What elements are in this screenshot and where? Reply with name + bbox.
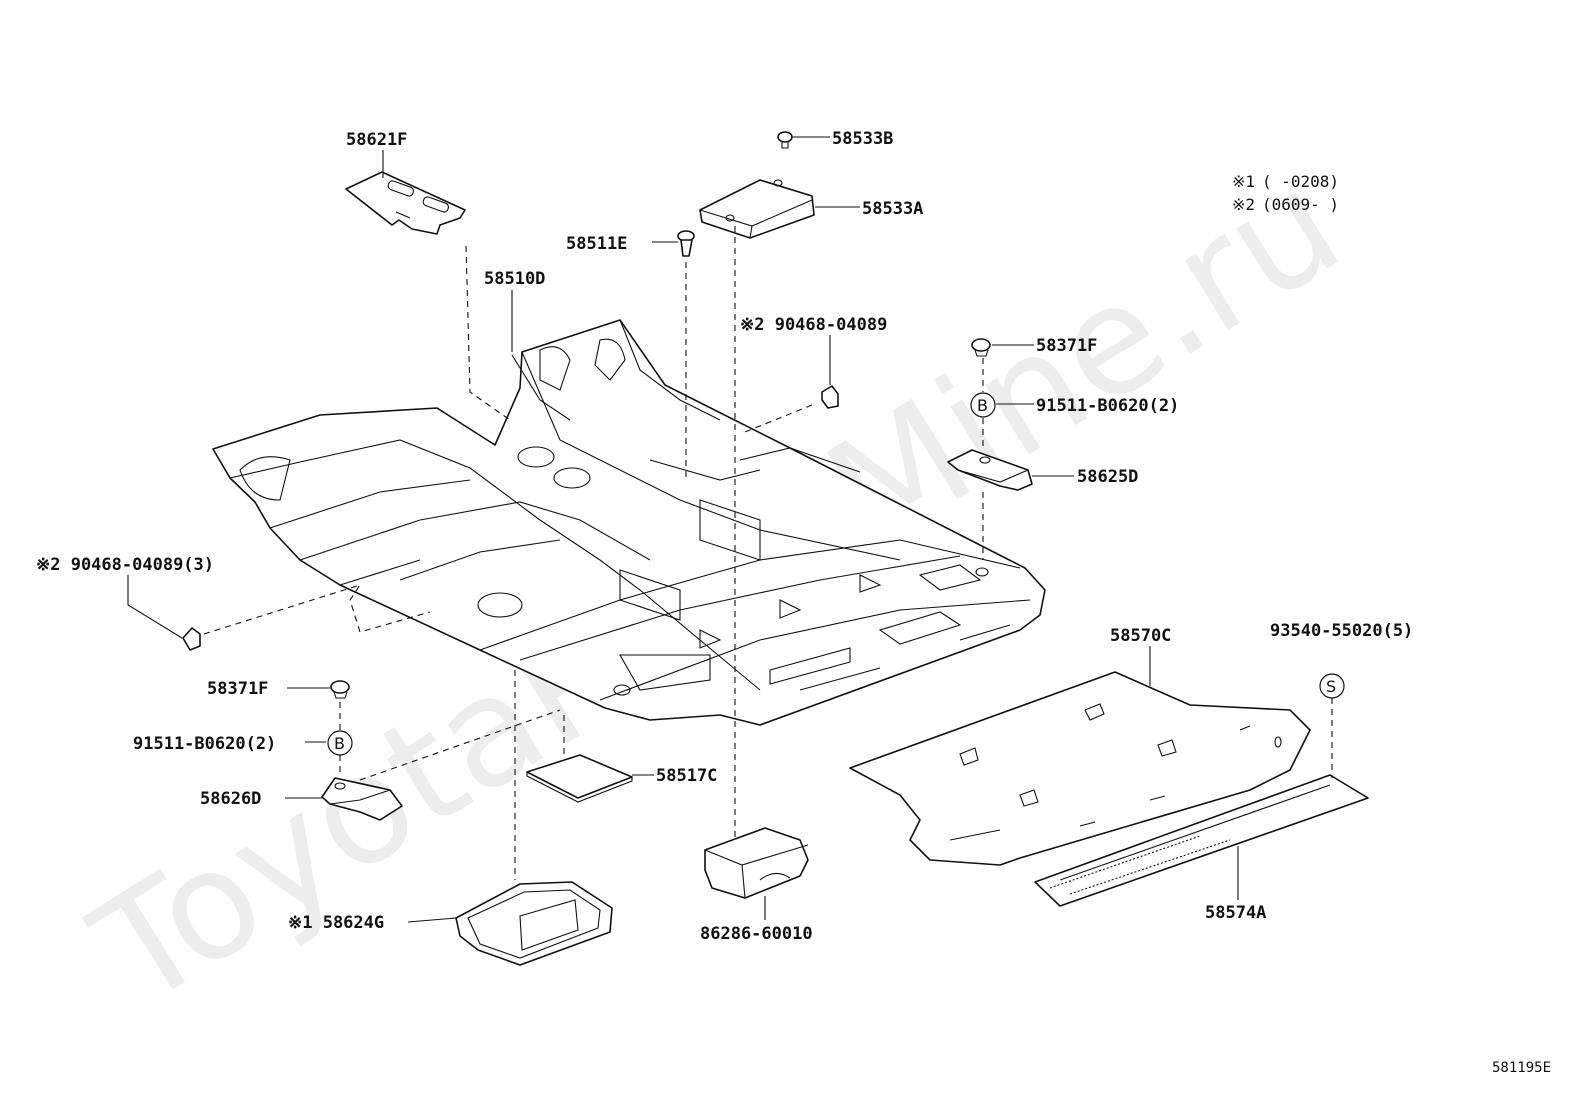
symbol-S-text: S bbox=[1326, 677, 1336, 696]
clip-58511E bbox=[677, 230, 695, 257]
label-58624G[interactable]: ※1 58624G bbox=[288, 913, 384, 933]
connection-lines bbox=[203, 226, 1333, 880]
label-58371F-left[interactable]: 58371F bbox=[207, 679, 268, 699]
label-58533A[interactable]: 58533A bbox=[862, 199, 923, 219]
label-58533B[interactable]: 58533B bbox=[832, 129, 893, 149]
strip-58574A bbox=[1034, 774, 1369, 907]
tray-58624G bbox=[455, 881, 613, 966]
label-58510D[interactable]: 58510D bbox=[484, 269, 545, 289]
label-58574A[interactable]: 58574A bbox=[1205, 903, 1266, 923]
label-58621F[interactable]: 58621F bbox=[346, 130, 407, 150]
note-2-mark: ※2 bbox=[1232, 195, 1255, 214]
label-90468-04089-left[interactable]: ※2 90468-04089(3) bbox=[36, 555, 214, 575]
clip-58371F-left bbox=[330, 680, 350, 699]
label-58517C[interactable]: 58517C bbox=[656, 766, 717, 786]
note-1-mark: ※1 bbox=[1232, 172, 1255, 191]
leader-lines bbox=[127, 136, 1239, 923]
pad-58517C bbox=[526, 754, 633, 803]
bracket-58626D bbox=[321, 777, 403, 821]
label-58570C[interactable]: 58570C bbox=[1110, 626, 1171, 646]
clip-90468-left bbox=[182, 627, 201, 651]
label-91511-B0620-left[interactable]: 91511-B0620(2) bbox=[133, 734, 276, 754]
clip-90468-top bbox=[821, 385, 839, 409]
cover-58533A bbox=[699, 179, 815, 239]
label-58511E[interactable]: 58511E bbox=[566, 234, 627, 254]
plate-58621F bbox=[345, 171, 466, 235]
screw-58533B bbox=[777, 131, 793, 149]
label-90468-04089-top[interactable]: ※2 90468-04089 bbox=[740, 315, 887, 335]
symbol-B-left: B bbox=[327, 730, 353, 756]
mat-58570C bbox=[849, 671, 1311, 866]
bracket-58625D bbox=[947, 449, 1033, 491]
symbol-B-right-text: B bbox=[977, 396, 988, 415]
label-91511-B0620-right[interactable]: 91511-B0620(2) bbox=[1036, 396, 1179, 416]
label-86286-60010[interactable]: 86286-60010 bbox=[700, 924, 813, 944]
label-93540-55020[interactable]: 93540-55020(5) bbox=[1270, 621, 1413, 641]
label-58625D[interactable]: 58625D bbox=[1077, 467, 1138, 487]
notes: ※1 ( -0208) ※2 (0609- ) bbox=[1232, 172, 1339, 214]
clip-58371F-right bbox=[971, 338, 991, 357]
floor-carpet-58510D bbox=[212, 319, 1046, 726]
label-58371F-right[interactable]: 58371F bbox=[1036, 336, 1097, 356]
symbol-S: S bbox=[1319, 673, 1345, 699]
diagram-ref: 581195E bbox=[1492, 1060, 1551, 1076]
symbol-B-left-text: B bbox=[334, 734, 345, 753]
block-86286-60010 bbox=[704, 827, 809, 899]
note-1-text: ( -0208) bbox=[1262, 172, 1339, 191]
label-58626D[interactable]: 58626D bbox=[200, 789, 261, 809]
note-2-text: (0609- ) bbox=[1262, 195, 1339, 214]
symbol-B-right: B bbox=[970, 392, 996, 418]
